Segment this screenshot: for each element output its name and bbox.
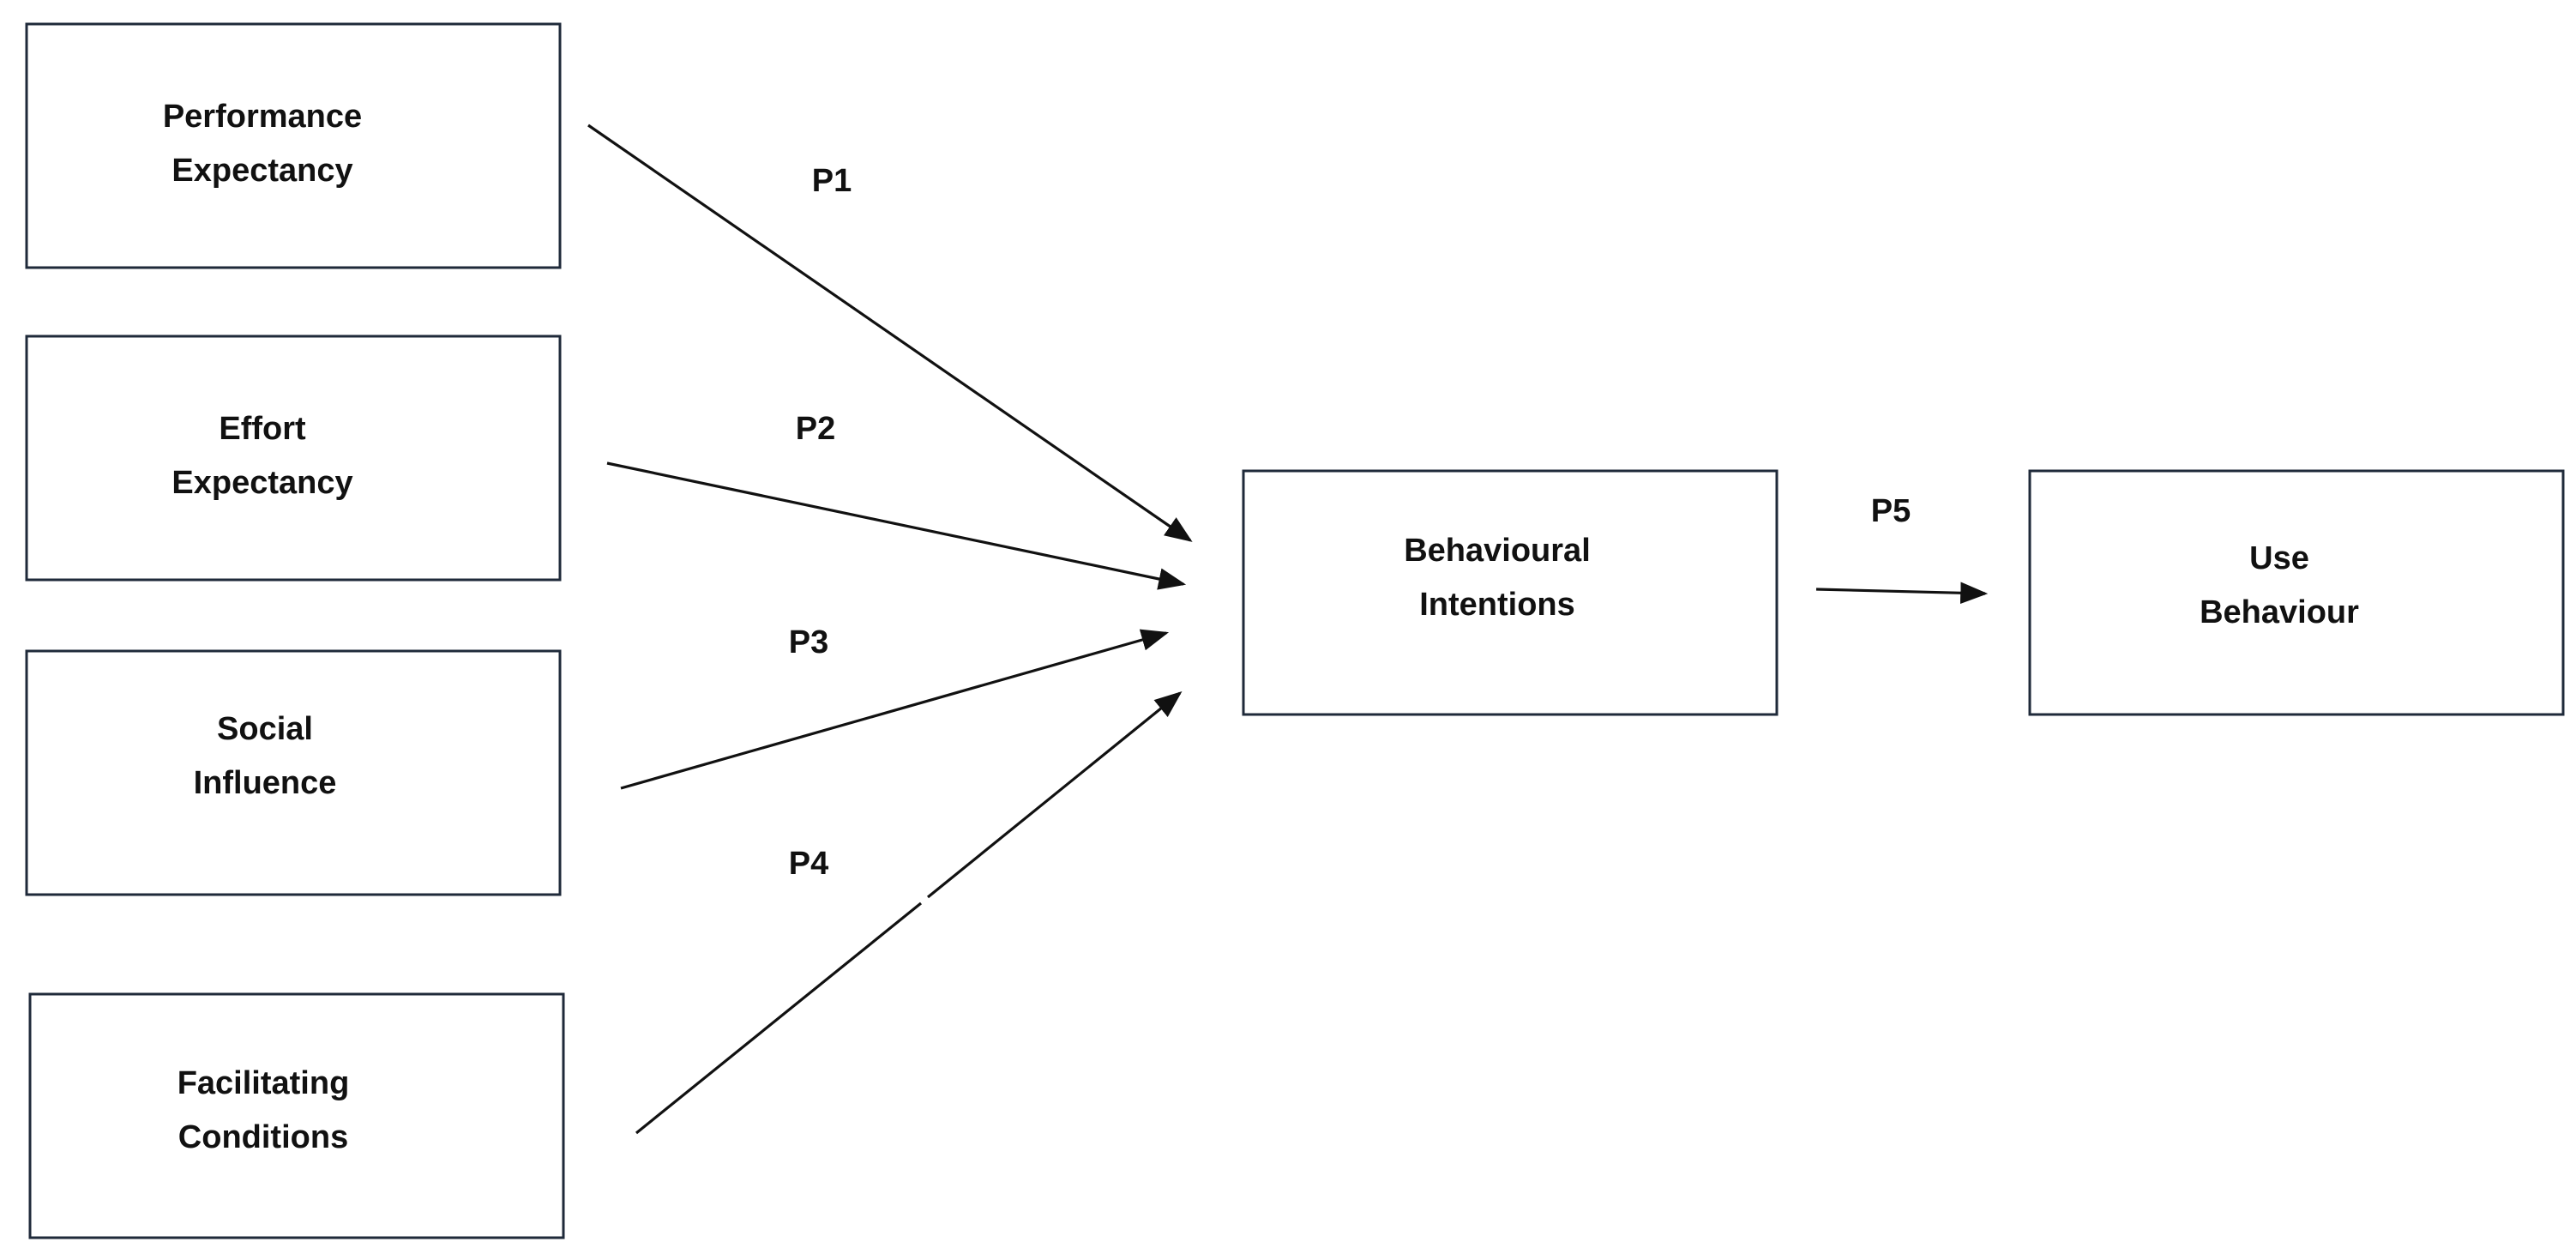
node-box (25, 335, 562, 582)
edge-label-p4: P4 (789, 846, 828, 882)
edge-label-p3: P3 (789, 624, 828, 660)
node-label-line1: Social (217, 711, 313, 747)
node-behavioural-intentions: Behavioural Intentions (1242, 469, 1779, 716)
arrow-p2 (606, 461, 1187, 590)
node-effort-expectancy: Effort Expectancy (25, 335, 562, 582)
node-facilitating-conditions: Facilitating Conditions (28, 992, 565, 1239)
node-box (25, 22, 562, 269)
arrow-p3 (620, 629, 1170, 790)
node-performance-expectancy: Performance Expectancy (25, 22, 562, 269)
node-box (1242, 469, 1779, 716)
node-label-line2: Influence (194, 765, 337, 801)
edge-label-p2: P2 (796, 411, 835, 447)
node-label-line1: Use (2249, 540, 2309, 576)
node-social-influence: Social Influence (25, 649, 562, 896)
node-label-line2: Intentions (1419, 587, 1575, 623)
node-label-line2: Behaviour (2200, 594, 2359, 630)
edge-p3: P3 (620, 624, 1170, 790)
arrow-p4-head (926, 690, 1183, 899)
node-label-line2: Conditions (178, 1119, 348, 1155)
node-label-line1: Facilitating (178, 1065, 350, 1101)
node-label-line2: Expectancy (172, 465, 352, 501)
edge-p4: P4 (635, 690, 1183, 1135)
node-box (28, 992, 565, 1239)
edge-p5: P5 (1815, 493, 1989, 605)
arrow-p1 (587, 124, 1193, 542)
edge-label-p5: P5 (1871, 493, 1911, 529)
arrow-p5 (1815, 582, 1989, 605)
node-label-line2: Expectancy (172, 153, 352, 189)
node-use-behaviour: Use Behaviour (2028, 469, 2565, 716)
node-label-line1: Effort (219, 411, 306, 447)
node-label-line1: Behavioural (1404, 533, 1591, 569)
node-box (2028, 469, 2565, 716)
node-box (25, 649, 562, 896)
edge-p1: P1 (587, 124, 1193, 542)
edge-p2: P2 (606, 411, 1187, 590)
edge-label-p1: P1 (812, 163, 852, 199)
arrow-p4-tail (635, 901, 923, 1135)
node-label-line1: Performance (163, 99, 362, 135)
